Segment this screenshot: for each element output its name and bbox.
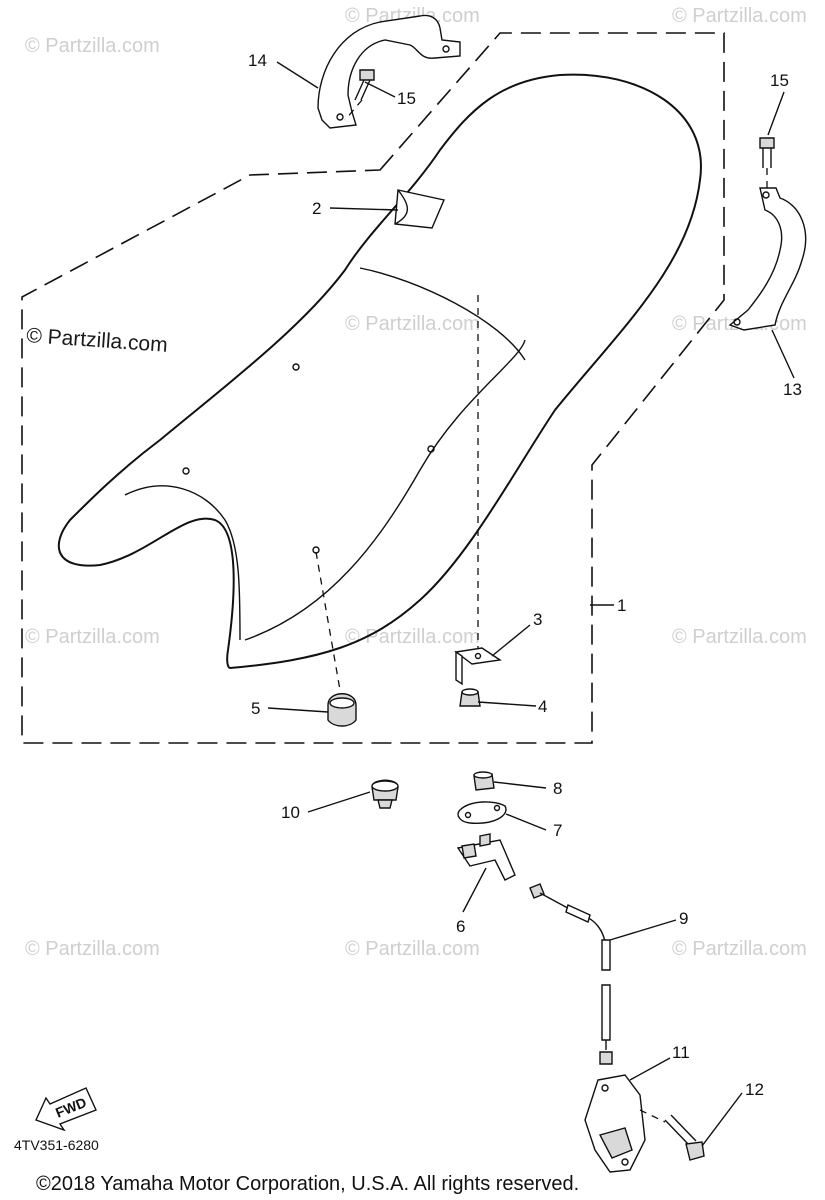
watermark: © Partzilla.com <box>672 626 807 648</box>
callout-7: 7 <box>553 821 562 840</box>
watermark: © Partzilla.com <box>25 626 160 648</box>
damper-10 <box>371 779 399 809</box>
copyright-notice: ©2018 Yamaha Motor Corporation, U.S.A. A… <box>36 1173 579 1195</box>
bolt-12 <box>639 1109 705 1161</box>
damper-5 <box>315 551 357 727</box>
seat <box>57 73 702 670</box>
diagram-code: 4TV351-6280 <box>14 1137 99 1153</box>
callouts: 14 15 2 15 13 1 3 4 5 10 8 7 6 9 11 12 <box>248 51 802 1099</box>
watermark: © Partzilla.com <box>345 5 480 27</box>
watermark: © Partzilla.com <box>672 5 807 27</box>
bolt-upper-right <box>759 137 775 190</box>
callout-2: 2 <box>312 199 321 218</box>
forward-arrow: FWD <box>35 1087 97 1132</box>
callout-5: 5 <box>251 699 260 718</box>
seat-lock-6 <box>456 833 516 881</box>
watermark-layer: © Partzilla.com © Partzilla.com © Partzi… <box>25 5 807 960</box>
nut-8 <box>473 771 495 791</box>
grab-handle-right <box>728 187 807 331</box>
callout-4: 4 <box>538 697 547 716</box>
nut-4 <box>459 688 481 707</box>
callout-8: 8 <box>553 779 562 798</box>
assembly-outline <box>21 32 725 744</box>
callout-15-left: 15 <box>397 89 416 108</box>
seat-tag <box>394 189 445 229</box>
callout-15-right: 15 <box>770 71 789 90</box>
callout-11: 11 <box>672 1043 690 1062</box>
watermark: © Partzilla.com <box>345 938 480 960</box>
callout-6: 6 <box>456 917 465 936</box>
watermark: © Partzilla.com <box>25 35 160 57</box>
grab-handle-left <box>317 14 461 129</box>
callout-9: 9 <box>679 909 688 928</box>
watermark: © Partzilla.com <box>672 938 807 960</box>
seat-cable-9 <box>529 883 613 1065</box>
callout-3: 3 <box>533 610 542 629</box>
callout-10: 10 <box>281 803 300 822</box>
callout-1: 1 <box>617 596 626 615</box>
seat-bracket <box>454 295 502 686</box>
callout-14: 14 <box>248 51 267 70</box>
watermark: © Partzilla.com <box>345 626 480 648</box>
callout-13: 13 <box>783 380 802 399</box>
bolt-upper-left <box>344 69 375 121</box>
watermark: © Partzilla.com <box>345 313 480 335</box>
callout-12: 12 <box>745 1080 764 1099</box>
watermark: © Partzilla.com <box>25 938 160 960</box>
watermark-prominent: © Partzilla.com <box>26 324 169 357</box>
lock-assembly-11 <box>584 1074 646 1173</box>
leader-lines <box>267 61 795 1147</box>
plate-7 <box>457 801 507 824</box>
